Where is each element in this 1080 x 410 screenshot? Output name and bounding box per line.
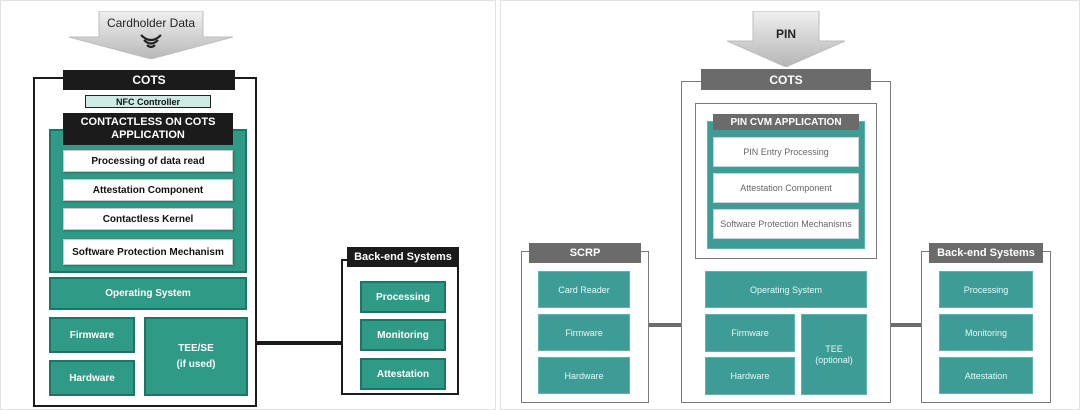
backend-monitoring-box-right: Monitoring (939, 314, 1033, 351)
backend-processing-box-right: Processing (939, 271, 1033, 308)
software-protection-mechanism-box: Software Protection Mechanism (63, 239, 233, 265)
hardware-box-right: Hardware (705, 357, 795, 395)
pin-arrow (727, 11, 845, 67)
contactless-kernel-box: Contactless Kernel (63, 208, 233, 230)
right-diagram-panel: PIN COTS PIN CVM APPLICATION PIN Entry P… (500, 0, 1080, 410)
app-title-line1: CONTACTLESS ON COTS (80, 116, 216, 128)
scrp-firmware-box: Firmware (538, 314, 630, 351)
backend-monitoring-box-left: Monitoring (360, 319, 446, 351)
pin-entry-processing-box: PIN Entry Processing (713, 137, 859, 167)
tee-se-label: TEE/SE (178, 342, 214, 354)
tee-se-box: TEE/SE (if used) (144, 317, 248, 396)
attestation-component-box-right: Attestation Component (713, 173, 859, 203)
operating-system-box-right: Operating System (705, 271, 867, 308)
card-reader-box: Card Reader (538, 271, 630, 308)
firmware-box-right: Firmware (705, 314, 795, 352)
pin-cvm-app-frame (695, 103, 877, 259)
attestation-component-box: Attestation Component (63, 179, 233, 201)
cardholder-data-arrow (69, 11, 233, 59)
tee-box-right: TEE (optional) (801, 314, 867, 395)
scrp-header: SCRP (529, 243, 641, 263)
backend-processing-box-left: Processing (360, 281, 446, 313)
tee-label: TEE (825, 343, 843, 354)
hardware-box-left: Hardware (49, 360, 135, 396)
connector-cots-backend-right (891, 323, 921, 327)
tee-note: (optional) (815, 354, 853, 365)
backend-attestation-box-right: Attestation (939, 357, 1033, 394)
nfc-controller-box: NFC Controller (85, 95, 211, 108)
cots-header-left: COTS (63, 70, 235, 90)
processing-of-data-read-box: Processing of data read (63, 150, 233, 172)
connector-cots-backend-left (257, 341, 341, 345)
left-diagram-panel: Cardholder Data COTS NFC Controller CONT… (0, 0, 496, 410)
contactless-app-title: CONTACTLESS ON COTS APPLICATION (63, 113, 233, 145)
backend-header-right: Back-end Systems (929, 243, 1043, 263)
app-title-line2: APPLICATION (111, 129, 185, 141)
backend-attestation-box-left: Attestation (360, 358, 446, 390)
pin-cvm-app-title: PIN CVM APPLICATION (713, 114, 859, 130)
pin-label: PIN (775, 27, 796, 41)
cardholder-data-label: Cardholder Data (106, 16, 196, 30)
tee-se-note: (if used) (176, 358, 216, 370)
firmware-box-left: Firmware (49, 317, 135, 353)
contactless-signal-icon (140, 34, 162, 49)
connector-scrp-cots (649, 323, 681, 327)
software-protection-mechanisms-box: Software Protection Mechanisms (713, 209, 859, 239)
scrp-hardware-box: Hardware (538, 357, 630, 394)
cots-header-right: COTS (701, 69, 871, 90)
backend-header-left: Back-end Systems (347, 247, 459, 267)
operating-system-box-left: Operating System (49, 277, 247, 310)
